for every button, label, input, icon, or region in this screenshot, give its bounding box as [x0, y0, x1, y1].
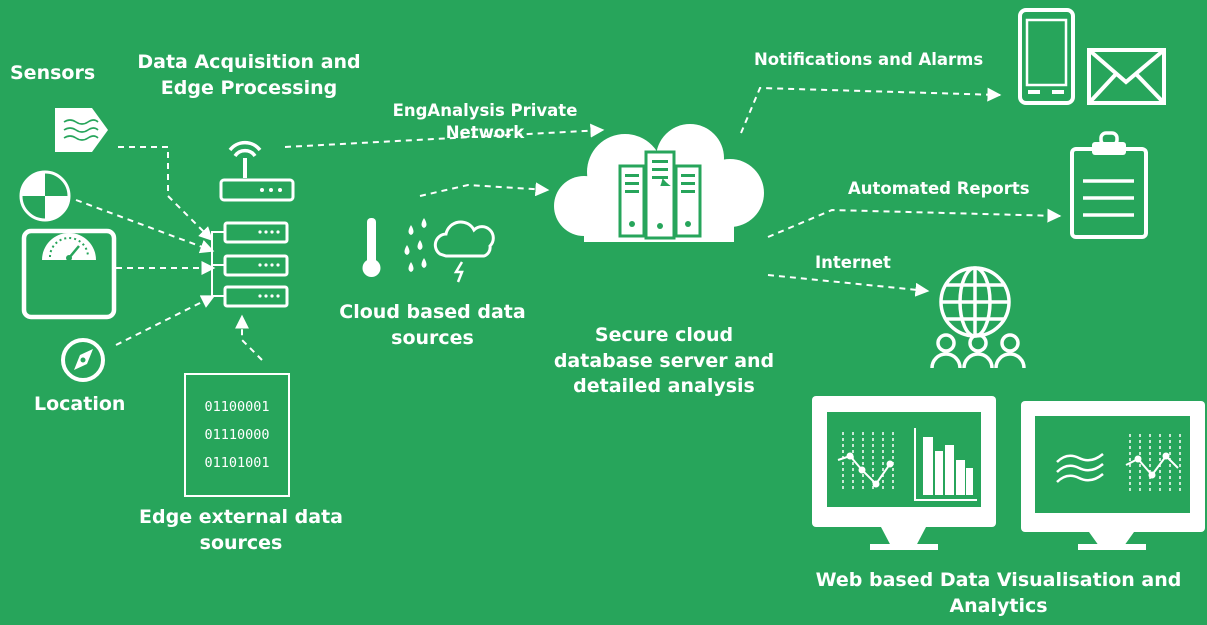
mobile-phone-icon: [1018, 8, 1075, 105]
edge-external-label: Edge external data sources: [110, 505, 372, 556]
arrow-sensor-to-edge: [118, 146, 213, 241]
cloud-sources-label-line2: sources: [391, 326, 474, 349]
envelope-icon: [1087, 48, 1166, 105]
clipboard-icon: [1070, 131, 1148, 239]
cloud-server-icon: [554, 124, 764, 242]
binary-data-box: 01100001 01110000 01101001: [184, 373, 290, 497]
arrow-edge-to-cloud: [284, 123, 605, 148]
server-stack-icon: [211, 221, 289, 308]
globe-people-icon: [930, 266, 1026, 369]
private-network-label: EngAnalysis Private Network: [375, 100, 595, 145]
weighing-scale-icon: [21, 228, 117, 320]
web-visualisation-label-line1: Web based Data Visualisation and: [815, 569, 1182, 591]
arrow-cloud-to-notifications: [740, 86, 1002, 134]
gauge-dial-icon: [19, 170, 71, 222]
web-visualisation-label-line2: Analytics: [949, 594, 1048, 617]
binary-line: 01110000: [204, 427, 270, 443]
acquisition-label: Data Acquisition and Edge Processing: [118, 50, 380, 101]
binary-line: 01100001: [204, 399, 270, 415]
arrow-cloud-to-internet: [767, 274, 930, 297]
compass-icon: [61, 338, 105, 382]
sensor-wave-icon: [55, 108, 108, 152]
cloud-sources-label: Cloud based data sources: [320, 300, 545, 351]
automated-reports-label: Automated Reports: [848, 179, 1030, 198]
arrow-cloudsources-to-cloud: [419, 182, 550, 197]
secure-cloud-label-line3: detailed analysis: [573, 375, 755, 398]
edge-external-label-line1: Edge external data: [139, 506, 343, 528]
monitor-waves-icon: [1021, 401, 1205, 550]
secure-cloud-label-line1: Secure cloud: [594, 324, 734, 346]
sensors-label: Sensors: [10, 62, 96, 84]
arrow-external-to-edge: [235, 314, 263, 361]
storm-cloud-icon: [433, 220, 495, 283]
cloud-sources-label-line1: Cloud based data: [339, 301, 526, 323]
rain-drops-icon: [404, 218, 427, 272]
router-icon: [219, 140, 295, 202]
monitor-chart-icon: [812, 396, 996, 550]
private-network-label-line1: EngAnalysis Private: [392, 101, 578, 120]
notifications-label: Notifications and Alarms: [754, 50, 984, 69]
arrow-gauge-to-edge: [75, 199, 215, 254]
acquisition-label-line2: Edge Processing: [160, 76, 338, 99]
web-visualisation-label: Web based Data Visualisation and Analyti…: [790, 568, 1207, 619]
binary-line: 01101001: [204, 455, 270, 471]
arrow-cloud-to-reports: [767, 208, 1062, 238]
location-label: Location: [34, 393, 126, 415]
acquisition-label-line1: Data Acquisition and: [137, 51, 361, 73]
edge-external-label-line2: sources: [199, 531, 283, 554]
secure-cloud-label-line2: database server and: [553, 349, 775, 372]
internet-label: Internet: [815, 253, 891, 272]
arrow-location-to-edge: [115, 295, 216, 346]
private-network-label-line2: Network: [445, 123, 525, 143]
secure-cloud-label: Secure cloud database server and detaile…: [533, 323, 795, 400]
thermometer-icon: [362, 218, 381, 277]
